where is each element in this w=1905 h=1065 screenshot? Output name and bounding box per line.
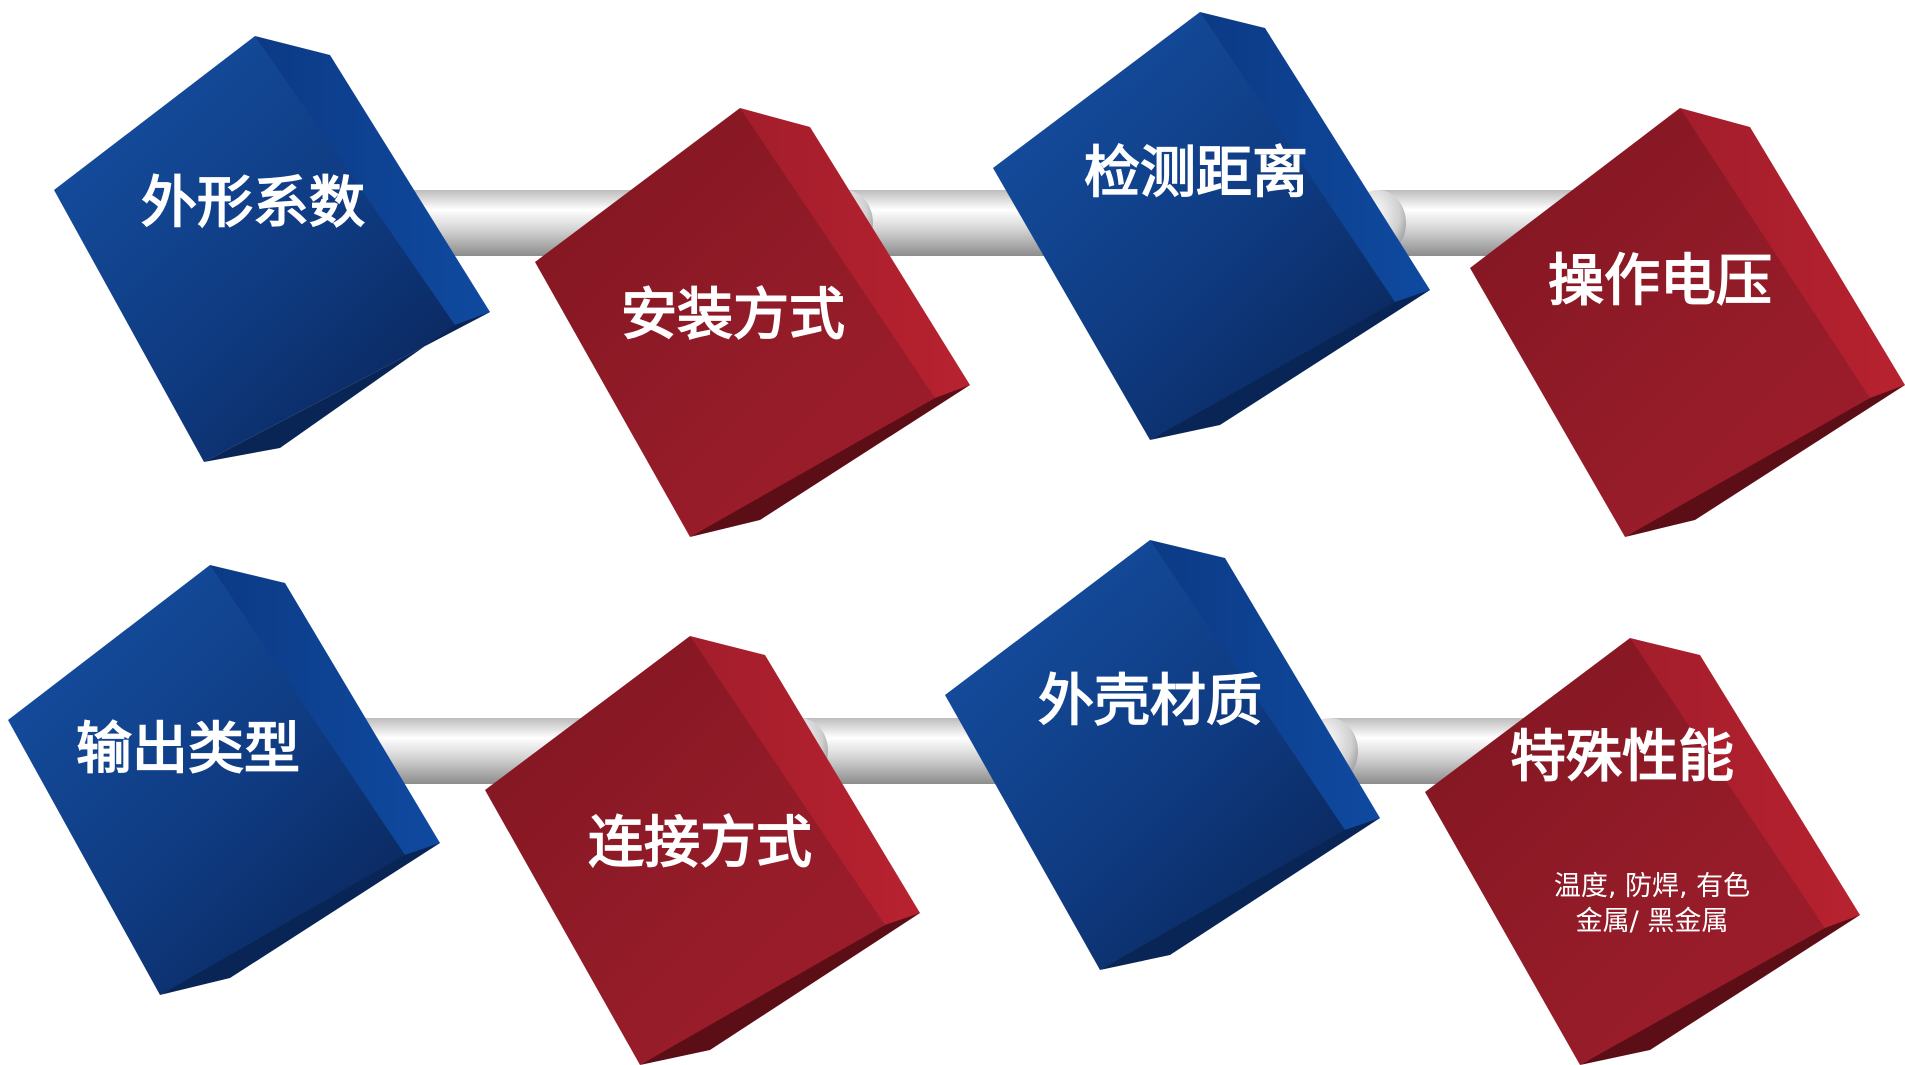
- cube-mounting-type: 安装方式: [535, 108, 970, 537]
- cube-label: 外壳材质: [1038, 669, 1262, 734]
- cube-connection-type: 连接方式: [485, 636, 920, 1065]
- cube-label: 安装方式: [621, 283, 845, 348]
- cube-shape-factor: 外形系数: [54, 36, 490, 462]
- cube-housing-material: 外壳材质: [945, 540, 1380, 970]
- cube-special-features: 特殊性能 温度, 防焊, 有色 金属/ 黑金属: [1425, 638, 1860, 1065]
- cube-sensing-distance: 检测距离: [993, 12, 1430, 440]
- cube-label: 特殊性能: [1510, 725, 1734, 790]
- cube-note-line-1: 温度, 防焊, 有色: [1554, 871, 1750, 902]
- cube-label: 外形系数: [141, 171, 365, 236]
- cube-label: 输出类型: [76, 717, 300, 782]
- cube-output-type: 输出类型: [8, 565, 440, 995]
- cube-label: 操作电压: [1548, 249, 1772, 314]
- cube-label: 检测距离: [1084, 141, 1308, 206]
- cube-operating-voltage: 操作电压: [1470, 108, 1905, 537]
- cube-note-line-2: 金属/ 黑金属: [1576, 906, 1729, 937]
- cube-label: 连接方式: [588, 811, 812, 876]
